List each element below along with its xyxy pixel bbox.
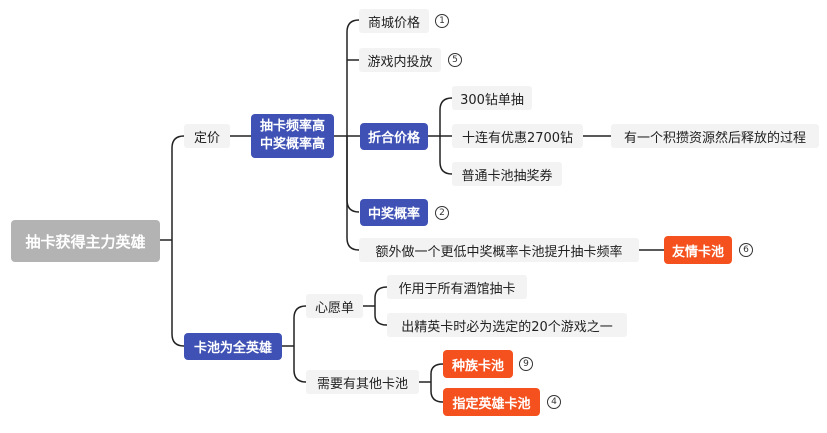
wishlist-node[interactable]: 心愿单 <box>306 294 363 318</box>
win-probability-node[interactable]: 中奖概率 <box>360 199 428 226</box>
ticket-node[interactable]: 普通卡池抽奖券 <box>452 162 562 186</box>
badge-5: 5 <box>448 53 462 67</box>
ingame-drop-node[interactable]: 游戏内投放 <box>359 48 441 72</box>
group-line2: 中奖概率高 <box>259 137 325 152</box>
single-pull-node[interactable]: 300钻单抽 <box>452 86 532 110</box>
wishlist-elite-node[interactable]: 出精英卡时必为选定的20个游戏之一 <box>387 313 627 337</box>
specific-hero-pool-node[interactable]: 指定英雄卡池 <box>443 388 540 416</box>
badge-6: 6 <box>739 243 753 257</box>
root-node[interactable]: 抽卡获得主力英雄 <box>11 220 160 262</box>
badge-9: 9 <box>519 357 533 371</box>
badge-1: 1 <box>435 14 449 28</box>
other-pools-node[interactable]: 需要有其他卡池 <box>306 370 419 394</box>
frequency-probability-node[interactable]: 抽卡频率高 中奖概率高 <box>251 114 334 158</box>
equivalent-price-node[interactable]: 折合价格 <box>360 123 428 150</box>
ten-pull-node[interactable]: 十连有优惠2700钻 <box>452 124 583 148</box>
group-line1: 抽卡频率高 <box>259 119 325 134</box>
race-pool-node[interactable]: 种族卡池 <box>443 350 513 378</box>
accumulate-note-node[interactable]: 有一个积攒资源然后释放的过程 <box>611 124 819 148</box>
all-hero-pool-node[interactable]: 卡池为全英雄 <box>184 333 282 360</box>
extra-pool-node[interactable]: 额外做一个更低中奖概率卡池提升抽卡频率 <box>359 238 639 262</box>
pricing-node[interactable]: 定价 <box>184 124 230 148</box>
badge-4: 4 <box>547 395 561 409</box>
friend-pool-node[interactable]: 友情卡池 <box>664 236 732 264</box>
wishlist-tavern-node[interactable]: 作用于所有酒馆抽卡 <box>387 275 527 299</box>
badge-2: 2 <box>435 206 449 220</box>
store-price-node[interactable]: 商城价格 <box>359 9 429 33</box>
